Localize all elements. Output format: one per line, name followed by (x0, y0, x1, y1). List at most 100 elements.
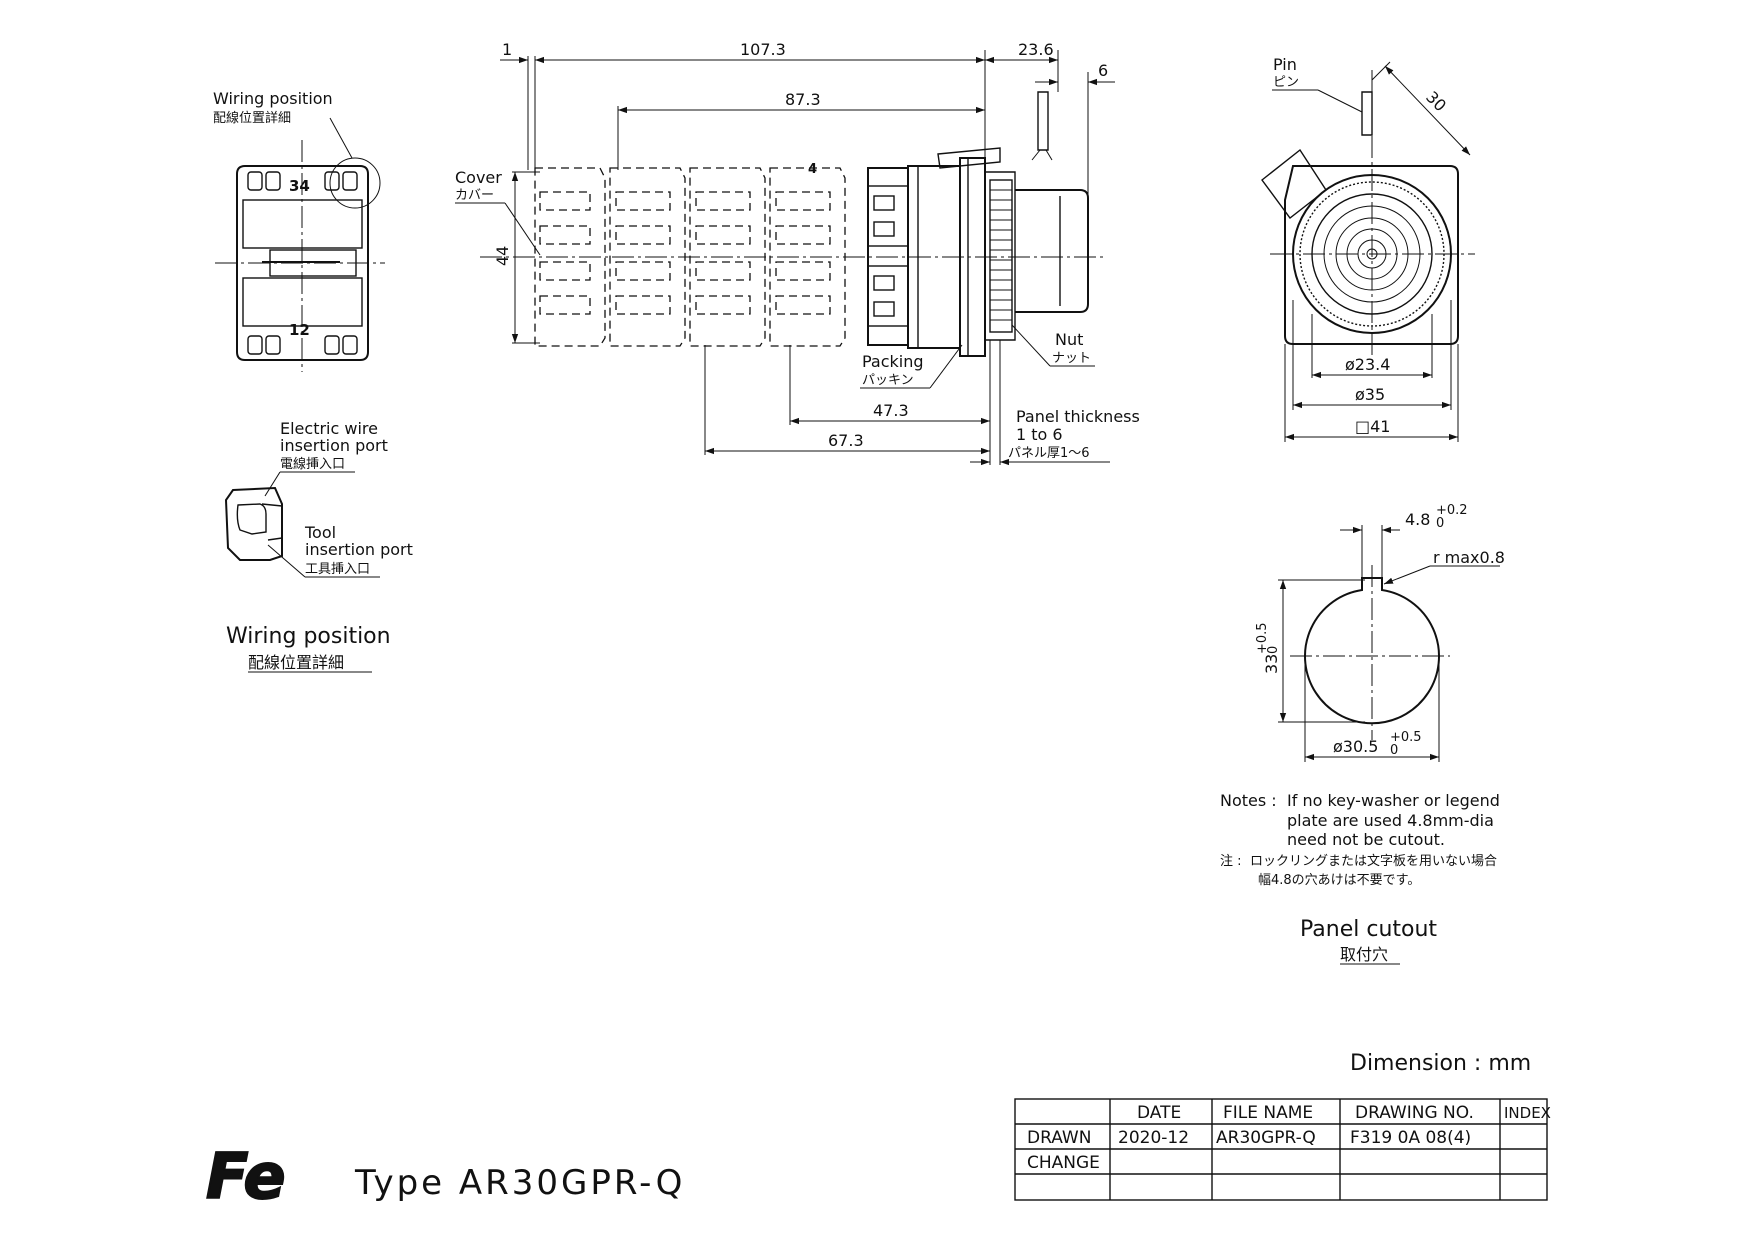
cutout-caption-jp: 取付穴 (1340, 945, 1388, 964)
dim-line-30 (1384, 65, 1471, 156)
flange (959, 157, 986, 357)
cover-label-en: Cover (455, 168, 502, 187)
panel-thickness-en-2: 1 to 6 (1016, 425, 1063, 444)
r-leader (1383, 565, 1431, 585)
dim-d35: ø35 (1355, 385, 1385, 404)
header-index: INDEX (1504, 1104, 1551, 1122)
dim-47-3: 47.3 (873, 401, 909, 420)
tool-port-leader (267, 544, 306, 578)
row-drawn-date: 2020-12 (1118, 1128, 1189, 1148)
pin-label-jp: ピン (1273, 75, 1299, 90)
terminal-number-top: 34 (289, 177, 310, 195)
contact-block-1 (534, 167, 606, 347)
terminal-slots-bottom (247, 335, 358, 355)
panel-thickness-jp: パネル厚1～6 (1008, 446, 1090, 461)
dim-key-width: 4.8 (1405, 510, 1430, 529)
nut-leader (1011, 324, 1051, 367)
section-caption-jp: 配線位置詳細 (248, 653, 344, 672)
dim-6: 6 (1098, 61, 1108, 80)
contact-block-4 (769, 167, 846, 347)
title-block: DATE FILE NAME DRAWING NO. INDEX DRAWN 2… (1014, 1098, 1551, 1201)
nut-knurl (989, 179, 1013, 333)
dim-107-3: 107.3 (740, 40, 786, 59)
dim-1: 1 (502, 40, 512, 59)
panel-cutout: 4.8 +0.2 0 r max0.8 33 +0.5 0 ø30.5 +0.5… (1255, 503, 1505, 762)
packing-label-jp: パッキン (862, 373, 914, 388)
port-detail: Electric wire insertion port 電線挿入口 Tool … (224, 419, 413, 578)
dim-33: 33 (1262, 654, 1281, 674)
notes-jp-line-2: 幅4.8の穴あけは不要です。 (1258, 873, 1420, 888)
tool-port-label-jp: 工具挿入口 (305, 562, 370, 577)
contact-block-2 (609, 167, 686, 347)
notes-line-3: need not be cutout. (1287, 830, 1445, 849)
cutout-outline (1304, 577, 1440, 725)
dim-r-max: r max0.8 (1433, 548, 1505, 567)
cover-label-jp: カバー (455, 188, 494, 203)
wiring-detail: Wiring position 配線位置詳細 34 12 (213, 89, 385, 372)
panel-thickness-en-1: Panel thickness (1016, 407, 1140, 426)
contact-block-3 (689, 167, 766, 347)
notes-jp-line-1: ロックリングまたは文字板を用いない場合 (1250, 854, 1497, 869)
dim-key-tol-up: +0.2 (1436, 503, 1468, 518)
row-drawn-drawing: F319 0A 08(4) (1350, 1128, 1471, 1148)
logo-text: Fe (206, 1140, 286, 1213)
notes-jp-label: 注 : (1220, 854, 1242, 869)
side-view: 1 107.3 23.6 6 87.3 44 Cover カバー (455, 40, 1140, 466)
nut-label-en: Nut (1055, 330, 1083, 349)
pin-label-en: Pin (1273, 55, 1297, 74)
terminal-number-bottom: 12 (289, 321, 310, 339)
header-date: DATE (1137, 1103, 1181, 1123)
packing-leader (929, 344, 963, 389)
wiring-leader (329, 117, 353, 159)
dim-d30-5: ø30.5 (1333, 737, 1378, 756)
notes-label: Notes : (1220, 791, 1277, 810)
tool-port-label-1: Tool (304, 523, 336, 542)
wire-port-label-jp: 電線挿入口 (280, 456, 345, 472)
dim-44: 44 (493, 246, 512, 266)
front-pin (1361, 91, 1373, 136)
dim-d23-4: ø23.4 (1345, 355, 1390, 374)
nut-label-jp: ナット (1052, 351, 1091, 366)
front-view: Pin ピン 30 ø23.4 ø35 (1261, 55, 1475, 442)
header-file-name: FILE NAME (1223, 1103, 1313, 1123)
dim-d30-tol-up: +0.5 (1390, 730, 1422, 745)
notes: Notes : If no key-washer or legend plate… (1220, 791, 1500, 888)
wiring-label-jp: 配線位置詳細 (213, 110, 291, 126)
wire-port-label-2: insertion port (280, 436, 388, 455)
section-caption-en: Wiring position (226, 624, 391, 649)
wire-port-leader (264, 471, 281, 497)
dimension-unit: Dimension : mm (1350, 1051, 1531, 1076)
cover-leader (504, 202, 541, 256)
button-head (1015, 189, 1089, 313)
tool-port-label-2: insertion port (305, 540, 413, 559)
front-square-body (1284, 165, 1459, 345)
wire-port-label-1: Electric wire (280, 419, 378, 438)
wiring-label-en: Wiring position (213, 89, 333, 108)
port-body (224, 486, 283, 561)
wiring-body-outline (236, 165, 369, 361)
row-drawn-label: DRAWN (1027, 1128, 1091, 1148)
key-washer (937, 147, 1001, 169)
packing-label-en: Packing (862, 352, 924, 371)
header-drawing-no: DRAWING NO. (1355, 1103, 1474, 1123)
block-mark: 4 (808, 162, 817, 177)
type-label: Type AR30GPR-Q (354, 1163, 685, 1203)
notes-line-2: plate are used 4.8mm-dia (1287, 811, 1494, 830)
pin (1037, 91, 1049, 151)
notes-line-1: If no key-washer or legend (1287, 791, 1500, 810)
dim-30: 30 (1422, 87, 1450, 115)
key-washer-tab (1261, 148, 1327, 219)
cutout-caption-en: Panel cutout (1300, 917, 1437, 942)
dim-23-6: 23.6 (1018, 40, 1054, 59)
wiring-detail-circle (329, 157, 381, 209)
fe-logo: Fe (205, 1139, 287, 1214)
dim-33-tol-up: +0.5 (1255, 622, 1270, 654)
main-unit (867, 91, 1089, 357)
dim-87-3: 87.3 (785, 90, 821, 109)
dim-key-tol-low: 0 (1436, 516, 1444, 531)
row-change-label: CHANGE (1027, 1153, 1100, 1173)
tool-port-shape (236, 503, 267, 535)
dim-sq41: □41 (1355, 417, 1390, 436)
